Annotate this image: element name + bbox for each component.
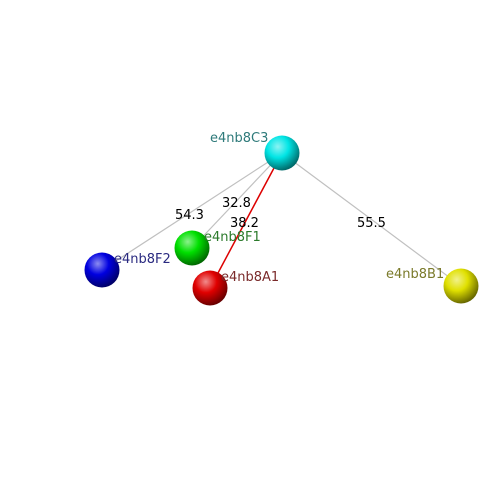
edge-label-c3-a1: 38.2: [230, 216, 259, 231]
atom-sphere-e4nb8F2[interactable]: [84, 252, 120, 288]
edge-label-c3-f1: 32.8: [222, 196, 251, 211]
edge-c3-b1: [281, 152, 462, 287]
edge-label-c3-b1: 55.5: [357, 216, 386, 231]
atom-label-e4nb8A1: e4nb8A1: [221, 270, 279, 285]
edge-c3-f1: [191, 152, 283, 249]
edge-label-c3-f2: 54.3: [175, 208, 204, 223]
atom-label-e4nb8F1: e4nb8F1: [204, 230, 261, 245]
atom-label-e4nb8F2: e4nb8F2: [114, 252, 171, 267]
atom-label-e4nb8B1: e4nb8B1: [386, 267, 444, 282]
atom-label-e4nb8C3: e4nb8C3: [210, 131, 268, 146]
atom-sphere-e4nb8B1[interactable]: [443, 268, 479, 304]
atom-sphere-e4nb8C3[interactable]: [264, 135, 300, 171]
atom-sphere-e4nb8F1[interactable]: [174, 230, 210, 266]
edge-c3-a1: [209, 152, 283, 289]
edge-c3-f2: [101, 152, 283, 271]
atom-sphere-e4nb8A1[interactable]: [192, 270, 228, 306]
